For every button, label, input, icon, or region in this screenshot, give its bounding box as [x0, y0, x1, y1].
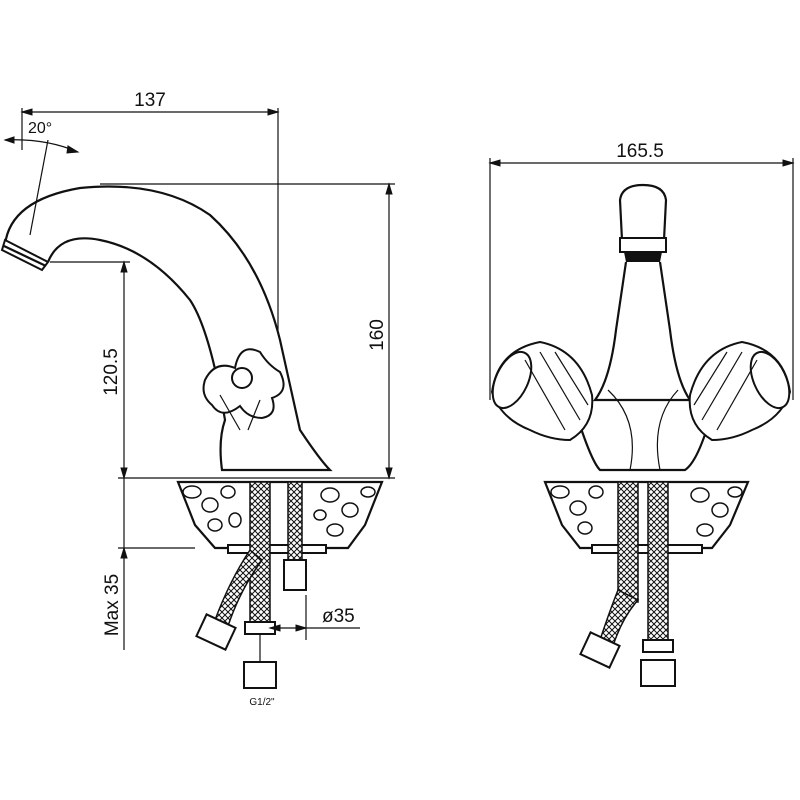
dim-160-label: 160 [367, 319, 388, 351]
dimension-137: 137 [20, 90, 280, 330]
dimension-165-5: 165.5 [488, 141, 795, 400]
handle-star [202, 348, 285, 431]
dim-120-5-label: 120.5 [101, 348, 122, 396]
left-handle [490, 340, 594, 442]
base-ornament-front [543, 480, 750, 554]
base-ornament-side [176, 480, 384, 554]
front-view: 165.5 [488, 141, 795, 687]
dimension-max-35: Max 35 [102, 478, 195, 650]
dimension-diameter-35: ø35 [268, 595, 360, 640]
front-spout [592, 183, 693, 402]
thread-label: G1/2" [249, 697, 275, 708]
dimension-angle: 20° [3, 120, 80, 236]
right-handle [688, 340, 792, 442]
angle-label: 20° [28, 120, 52, 137]
side-view: 137 20° 160 [0, 90, 395, 708]
mounting-hardware-side [195, 481, 307, 689]
dimension-120-5: 120.5 [50, 260, 130, 480]
dim-137-label: 137 [134, 90, 166, 111]
mounting-hardware-front [579, 481, 676, 687]
diameter-label: ø35 [322, 606, 355, 627]
dim-165-5-label: 165.5 [616, 141, 664, 162]
faucet-spout [0, 185, 333, 472]
dimension-160: 160 [100, 182, 395, 480]
dim-max-35-label: Max 35 [102, 574, 123, 636]
